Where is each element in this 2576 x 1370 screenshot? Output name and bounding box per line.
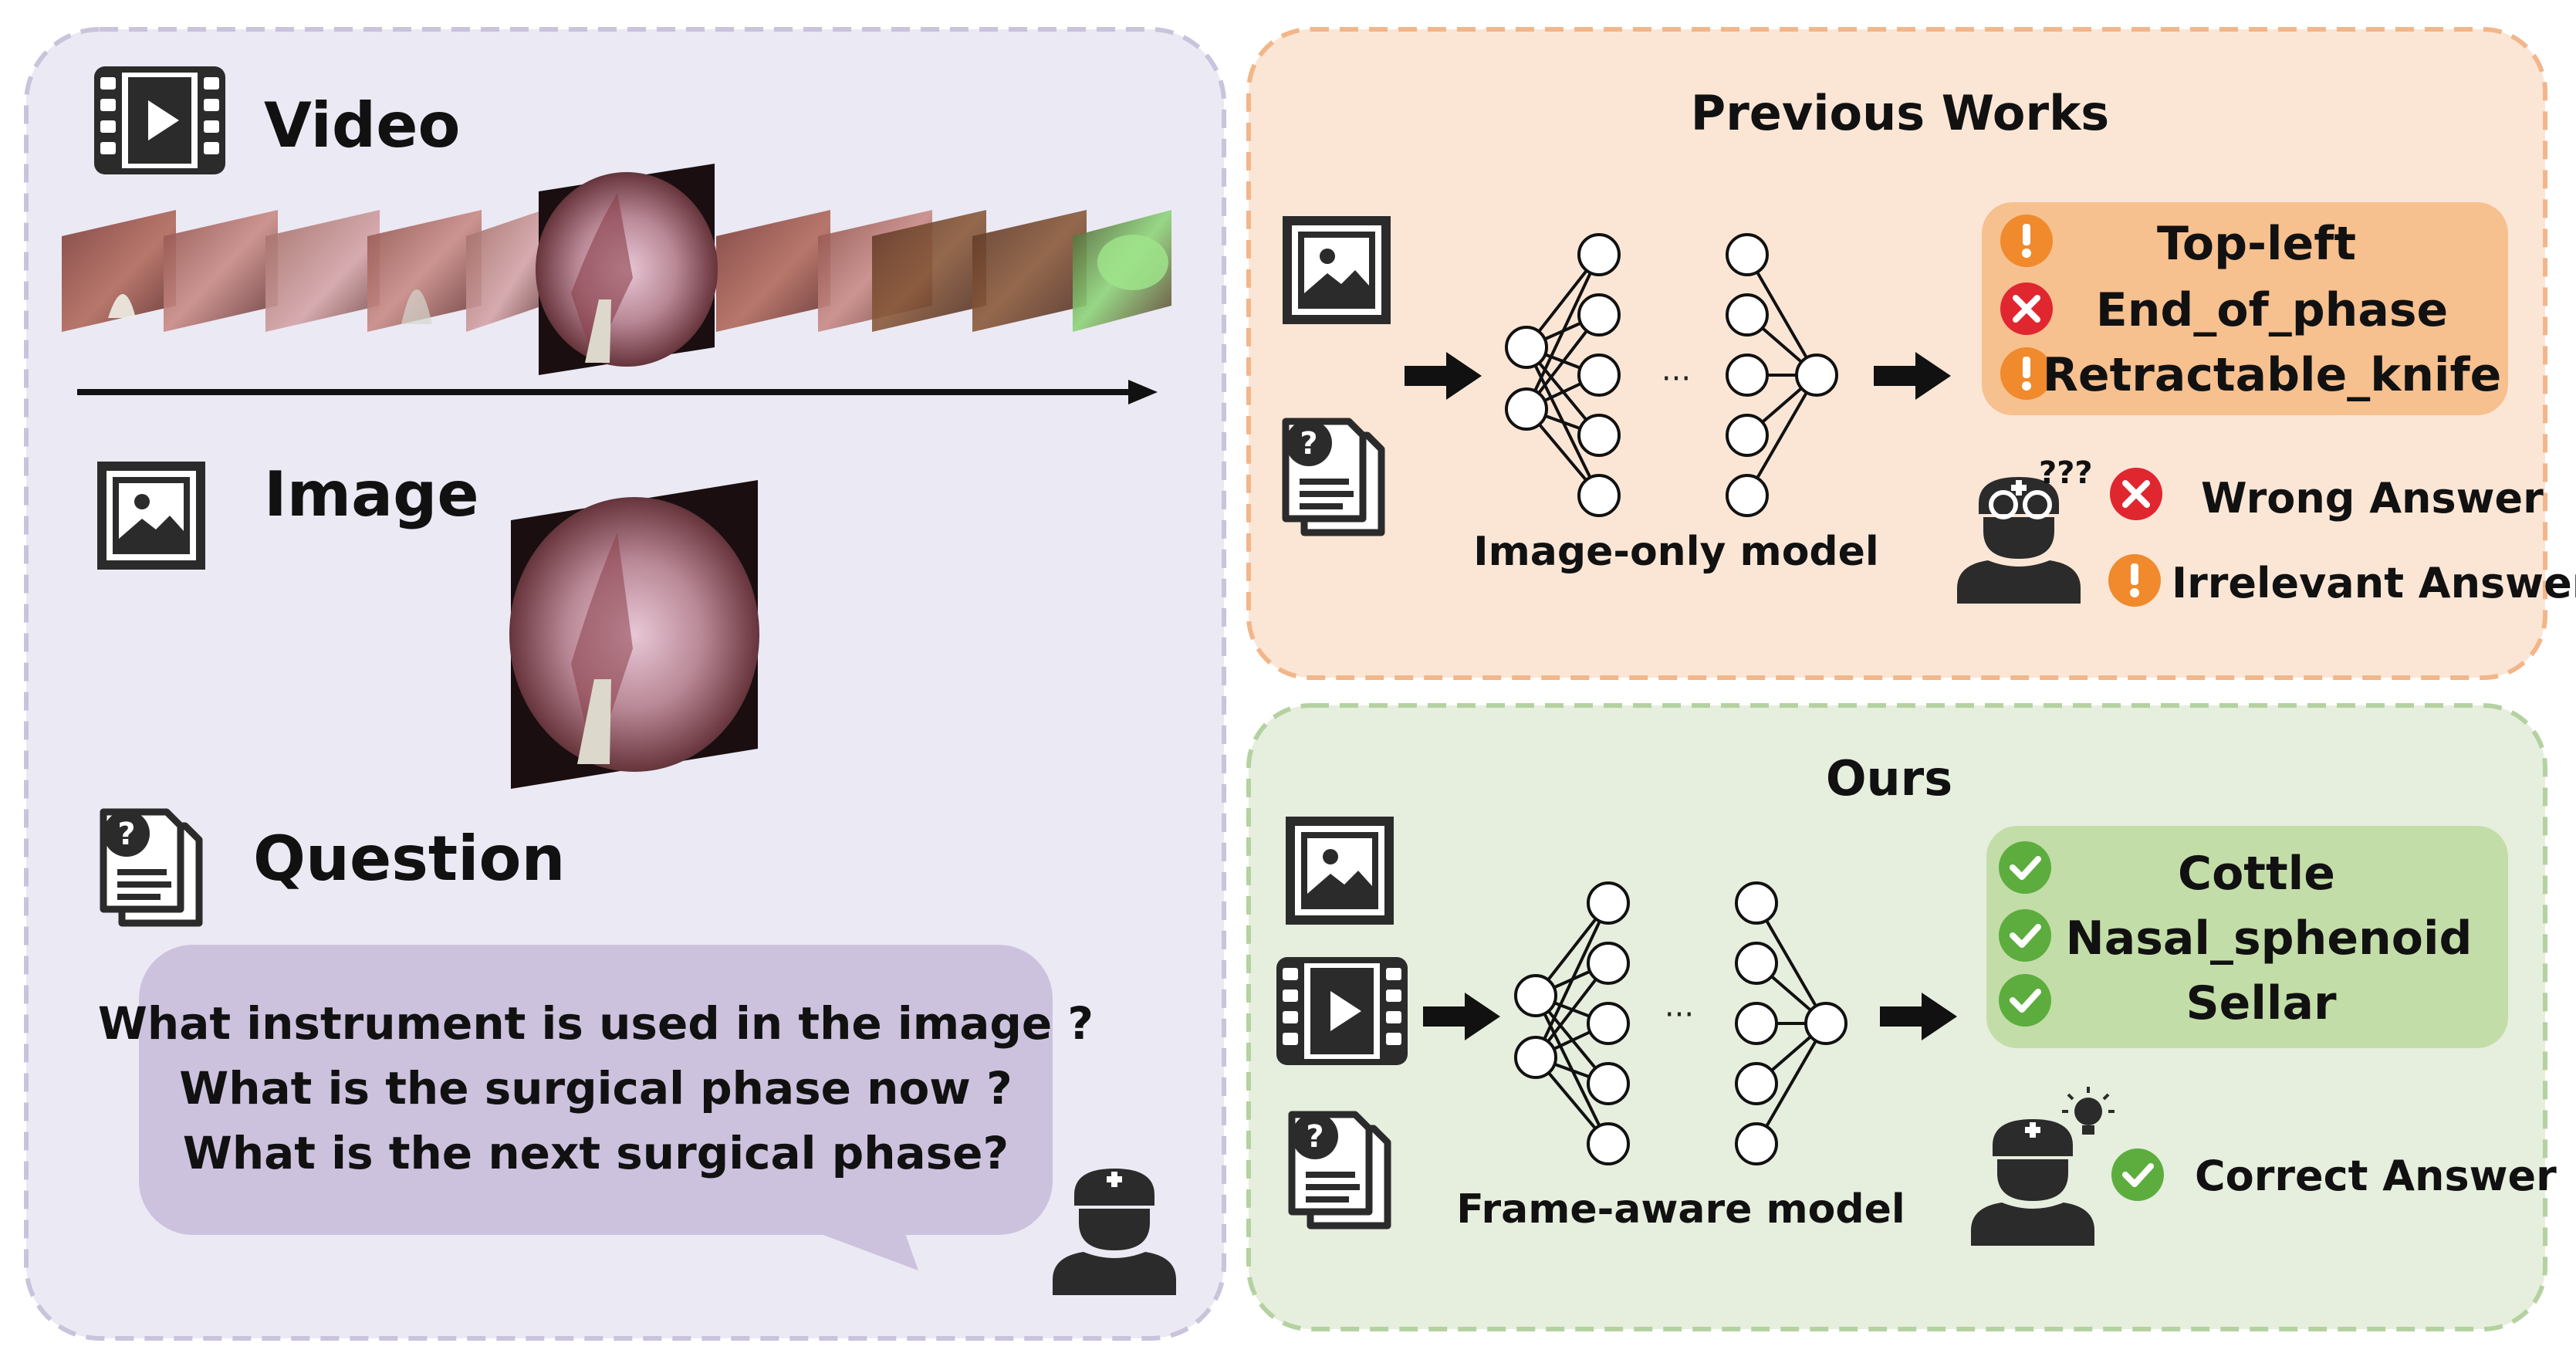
- previous-works-title: Previous Works: [1691, 85, 2109, 141]
- nn-node: [1726, 474, 1769, 517]
- check-icon: [1999, 974, 2051, 1027]
- legend-correct-answer: Correct Answer: [2195, 1152, 2557, 1200]
- answer-end-of-phase: End_of_phase: [2096, 283, 2449, 337]
- previous-works-panel: Previous Works ··· Image-only model Top-…: [1246, 27, 2576, 680]
- nn-node: [1735, 1122, 1778, 1165]
- nn-node: [1514, 1036, 1557, 1079]
- film-icon: [94, 66, 225, 174]
- nn-node: [1735, 881, 1778, 925]
- nn-node: [1577, 474, 1621, 517]
- nn-node: [1577, 233, 1621, 276]
- warning-icon: [2108, 554, 2161, 607]
- check-icon: [1999, 841, 2051, 894]
- nn-node: [1577, 353, 1621, 397]
- nn-node: [1726, 353, 1769, 397]
- nn-node: [1587, 1122, 1630, 1165]
- nn-node: [1577, 293, 1621, 337]
- check-icon: [1999, 909, 2051, 962]
- cross-icon: [2000, 282, 2053, 335]
- nn-node: [1735, 1002, 1778, 1045]
- answer-nasal-sphenoid: Nasal_sphenoid: [2066, 912, 2473, 966]
- image-icon: [1283, 216, 1391, 324]
- ellipsis: ···: [1662, 361, 1691, 397]
- neural-network-icon: [1514, 881, 1847, 1165]
- warning-icon: [2000, 215, 2053, 267]
- nn-node: [1577, 414, 1621, 457]
- nn-node: [1735, 942, 1778, 985]
- ours-panel: Ours ··· Frame-aware model Cottle Nasal_…: [1246, 703, 2557, 1331]
- nn-node: [1505, 387, 1548, 431]
- nn-node: [1505, 326, 1548, 369]
- question-line-2: What is the surgical phase now ?: [179, 1062, 1012, 1115]
- legend-irrelevant-answer: Irrelevant Answer: [2172, 559, 2576, 607]
- nn-node: [1514, 974, 1557, 1017]
- question-doc-icon: [103, 810, 199, 923]
- nn-node: [1735, 1062, 1778, 1105]
- answer-cottle: Cottle: [2178, 847, 2335, 901]
- neural-network-icon: [1505, 233, 1838, 517]
- nn-node: [1726, 233, 1769, 276]
- image-icon: [97, 462, 205, 570]
- goggles: [1989, 490, 2052, 519]
- endoscopic-image: [509, 480, 759, 789]
- confused-mark: ???: [2039, 455, 2093, 491]
- question-doc-icon: [1286, 420, 1381, 533]
- lightbulb-icon: [2062, 1087, 2115, 1135]
- previous-answers-box: Top-left End_of_phase Retractable_knife: [1982, 202, 2508, 415]
- nn-node: [1804, 1002, 1847, 1045]
- cross-icon: [2110, 468, 2162, 520]
- ours-title: Ours: [1826, 750, 1952, 807]
- timeline-arrowhead: [1128, 380, 1158, 404]
- image-icon: [1286, 817, 1394, 925]
- nn-node: [1587, 1062, 1630, 1105]
- nn-node: [1726, 293, 1769, 337]
- ours-answers-box: Cottle Nasal_sphenoid Sellar: [1986, 826, 2508, 1048]
- question-doc-icon: [1292, 1113, 1388, 1226]
- frame-aware-model-label: Frame-aware model: [1456, 1186, 1905, 1233]
- question-bubble: What instrument is used in the image ? W…: [98, 945, 1094, 1270]
- nn-node: [1795, 353, 1838, 397]
- answer-retractable-knife: Retractable_knife: [2043, 348, 2502, 402]
- input-panel: Video Image: [24, 27, 1226, 1341]
- nn-node: [1587, 942, 1630, 985]
- video-frames: [62, 164, 1171, 375]
- film-icon: [1276, 957, 1408, 1065]
- nn-node: [1726, 414, 1769, 457]
- question-line-1: What instrument is used in the image ?: [98, 997, 1094, 1050]
- video-label: Video: [264, 90, 460, 161]
- legend-wrong-answer: Wrong Answer: [2201, 474, 2544, 523]
- image-label: Image: [264, 458, 479, 530]
- check-icon: [2111, 1148, 2164, 1201]
- nn-node: [1587, 1002, 1630, 1045]
- image-only-model-label: Image-only model: [1473, 529, 1878, 575]
- answer-top-left: Top-left: [2157, 217, 2356, 271]
- ellipsis: ···: [1665, 997, 1694, 1033]
- question-label: Question: [253, 823, 565, 895]
- nn-node: [1587, 881, 1630, 925]
- question-line-3: What is the next surgical phase?: [183, 1127, 1009, 1179]
- answer-sellar: Sellar: [2186, 976, 2337, 1030]
